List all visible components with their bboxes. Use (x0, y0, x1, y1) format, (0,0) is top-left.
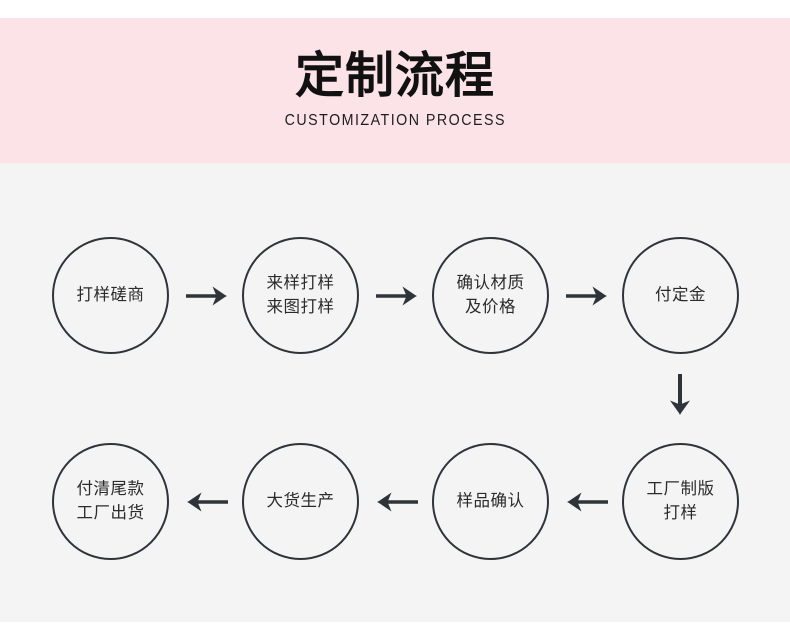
arrow-left-icon (376, 487, 418, 517)
arrow-right-icon (186, 281, 228, 311)
flow-step-label: 大货生产 (266, 491, 335, 510)
arrow-right-icon (376, 281, 418, 311)
flow-step-circle: 付定金 (622, 237, 739, 354)
flow-step-circle: 付清尾款 工厂出货 (52, 443, 169, 560)
flow-step-label: 确认材质 及价格 (456, 274, 525, 316)
flow-step-circle: 工厂制版 打样 (622, 443, 739, 560)
flow-step-circle: 打样磋商 (52, 237, 169, 354)
flow-step-label: 付定金 (655, 285, 706, 304)
flow-step-label: 工厂制版 打样 (646, 480, 715, 522)
flow-step-circle: 大货生产 (242, 443, 359, 560)
arrow-left-icon (186, 487, 228, 517)
flow-step-circle: 样品确认 (432, 443, 549, 560)
page-subtitle: CUSTOMIZATION PROCESS (284, 111, 506, 129)
flow-step-label: 来样打样 来图打样 (266, 274, 335, 316)
flow-step-label: 付清尾款 工厂出货 (76, 480, 145, 522)
flow-step-circle: 来样打样 来图打样 (242, 237, 359, 354)
flow-step-circle: 确认材质 及价格 (432, 237, 549, 354)
header-band: 定制流程 CUSTOMIZATION PROCESS (0, 18, 790, 163)
flow-step-label: 打样磋商 (76, 285, 145, 304)
page-title: 定制流程 (294, 49, 495, 104)
arrow-down-icon (665, 374, 695, 416)
arrow-left-icon (566, 487, 608, 517)
flow-step-label: 样品确认 (456, 491, 525, 510)
arrow-right-icon (566, 281, 608, 311)
